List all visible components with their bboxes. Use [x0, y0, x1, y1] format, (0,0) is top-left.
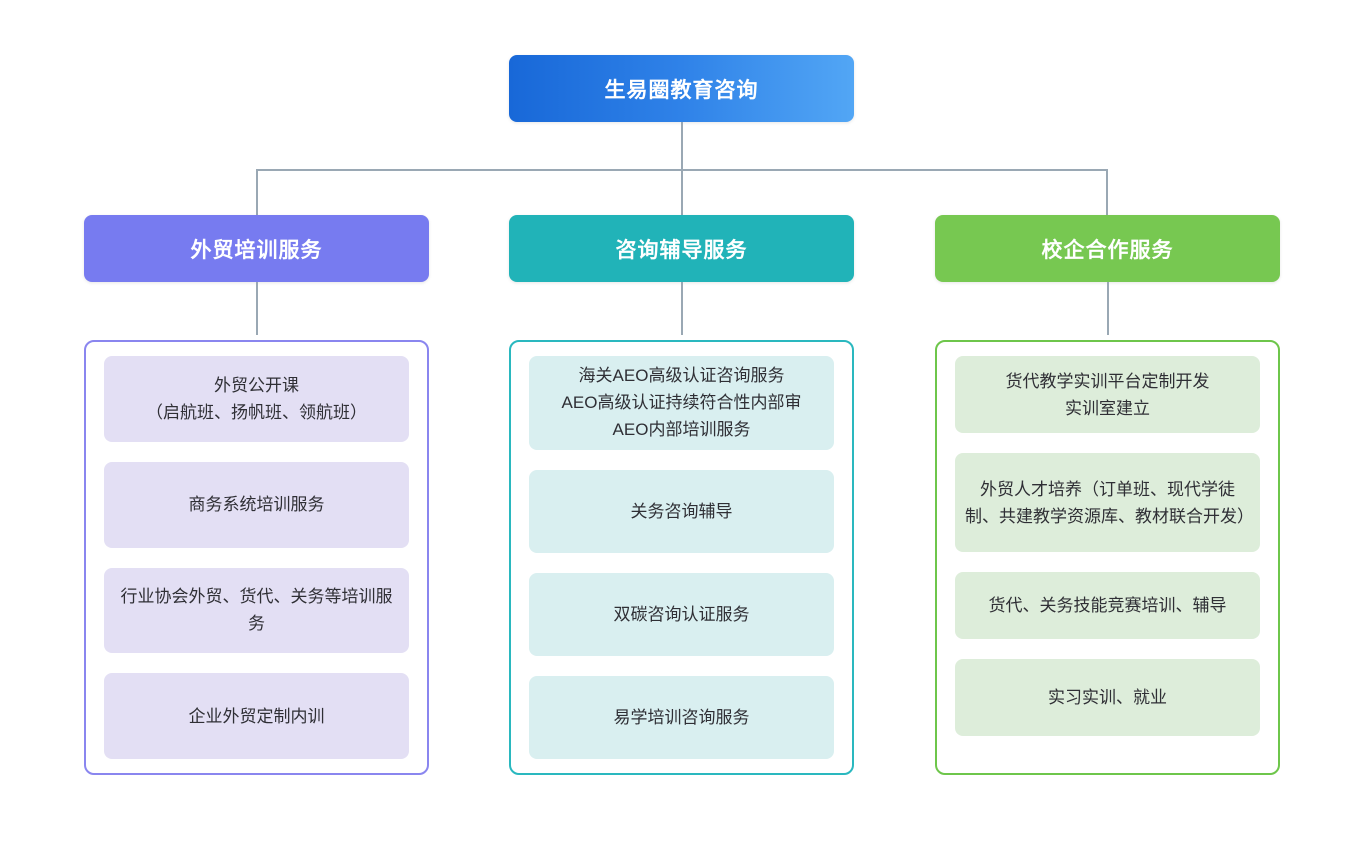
card-container-1: 外贸公开课 （启航班、扬帆班、领航班） 商务系统培训服务 行业协会外贸、货代、关…	[84, 340, 429, 775]
connector-drop-column-3	[1106, 169, 1108, 215]
service-card[interactable]: 行业协会外贸、货代、关务等培训服务	[104, 567, 409, 654]
column-header-2[interactable]: 咨询辅导服务	[509, 215, 854, 282]
service-card[interactable]: 易学培训咨询服务	[529, 675, 834, 759]
column-consulting-services: 咨询辅导服务 海关AEO高级认证咨询服务 AEO高级认证持续符合性内部审 AEO…	[509, 215, 854, 775]
service-card[interactable]: 双碳咨询认证服务	[529, 572, 834, 656]
column-school-enterprise-cooperation: 校企合作服务 货代教学实训平台定制开发 实训室建立 外贸人才培养（订单班、现代学…	[935, 215, 1280, 775]
root-node-label: 生易圈教育咨询	[604, 78, 759, 102]
column-header-3[interactable]: 校企合作服务	[935, 215, 1280, 282]
service-card[interactable]: 海关AEO高级认证咨询服务 AEO高级认证持续符合性内部审 AEO内部培训服务	[529, 356, 834, 450]
service-card[interactable]: 货代、关务技能竞赛培训、辅导	[955, 572, 1260, 639]
column-foreign-trade-training: 外贸培训服务 外贸公开课 （启航班、扬帆班、领航班） 商务系统培训服务 行业协会…	[84, 215, 429, 775]
connector-header-to-cards-1	[255, 282, 258, 335]
column-header-2-label: 咨询辅导服务	[615, 238, 748, 262]
column-header-1-label: 外贸培训服务	[190, 238, 323, 262]
service-card[interactable]: 关务咨询辅导	[529, 469, 834, 553]
column-header-1[interactable]: 外贸培训服务	[84, 215, 429, 282]
card-container-2: 海关AEO高级认证咨询服务 AEO高级认证持续符合性内部审 AEO内部培训服务 …	[509, 340, 854, 775]
service-card[interactable]: 外贸人才培养（订单班、现代学徒制、共建教学资源库、教材联合开发）	[955, 453, 1260, 552]
service-card[interactable]: 外贸公开课 （启航班、扬帆班、领航班）	[104, 356, 409, 442]
service-card[interactable]: 企业外贸定制内训	[104, 673, 409, 759]
column-header-3-label: 校企合作服务	[1041, 238, 1174, 262]
connector-drop-column-1	[256, 169, 258, 215]
connector-header-to-cards-3	[1107, 282, 1109, 335]
service-card[interactable]: 货代教学实训平台定制开发 实训室建立	[955, 356, 1260, 433]
service-card[interactable]: 商务系统培训服务	[104, 461, 409, 548]
connector-drop-column-2	[680, 169, 683, 215]
connector-header-to-cards-2	[680, 282, 683, 335]
connector-root-stem	[680, 122, 683, 170]
card-container-3: 货代教学实训平台定制开发 实训室建立 外贸人才培养（订单班、现代学徒制、共建教学…	[935, 340, 1280, 775]
service-card[interactable]: 实习实训、就业	[955, 659, 1260, 736]
root-node[interactable]: 生易圈教育咨询	[509, 55, 854, 122]
